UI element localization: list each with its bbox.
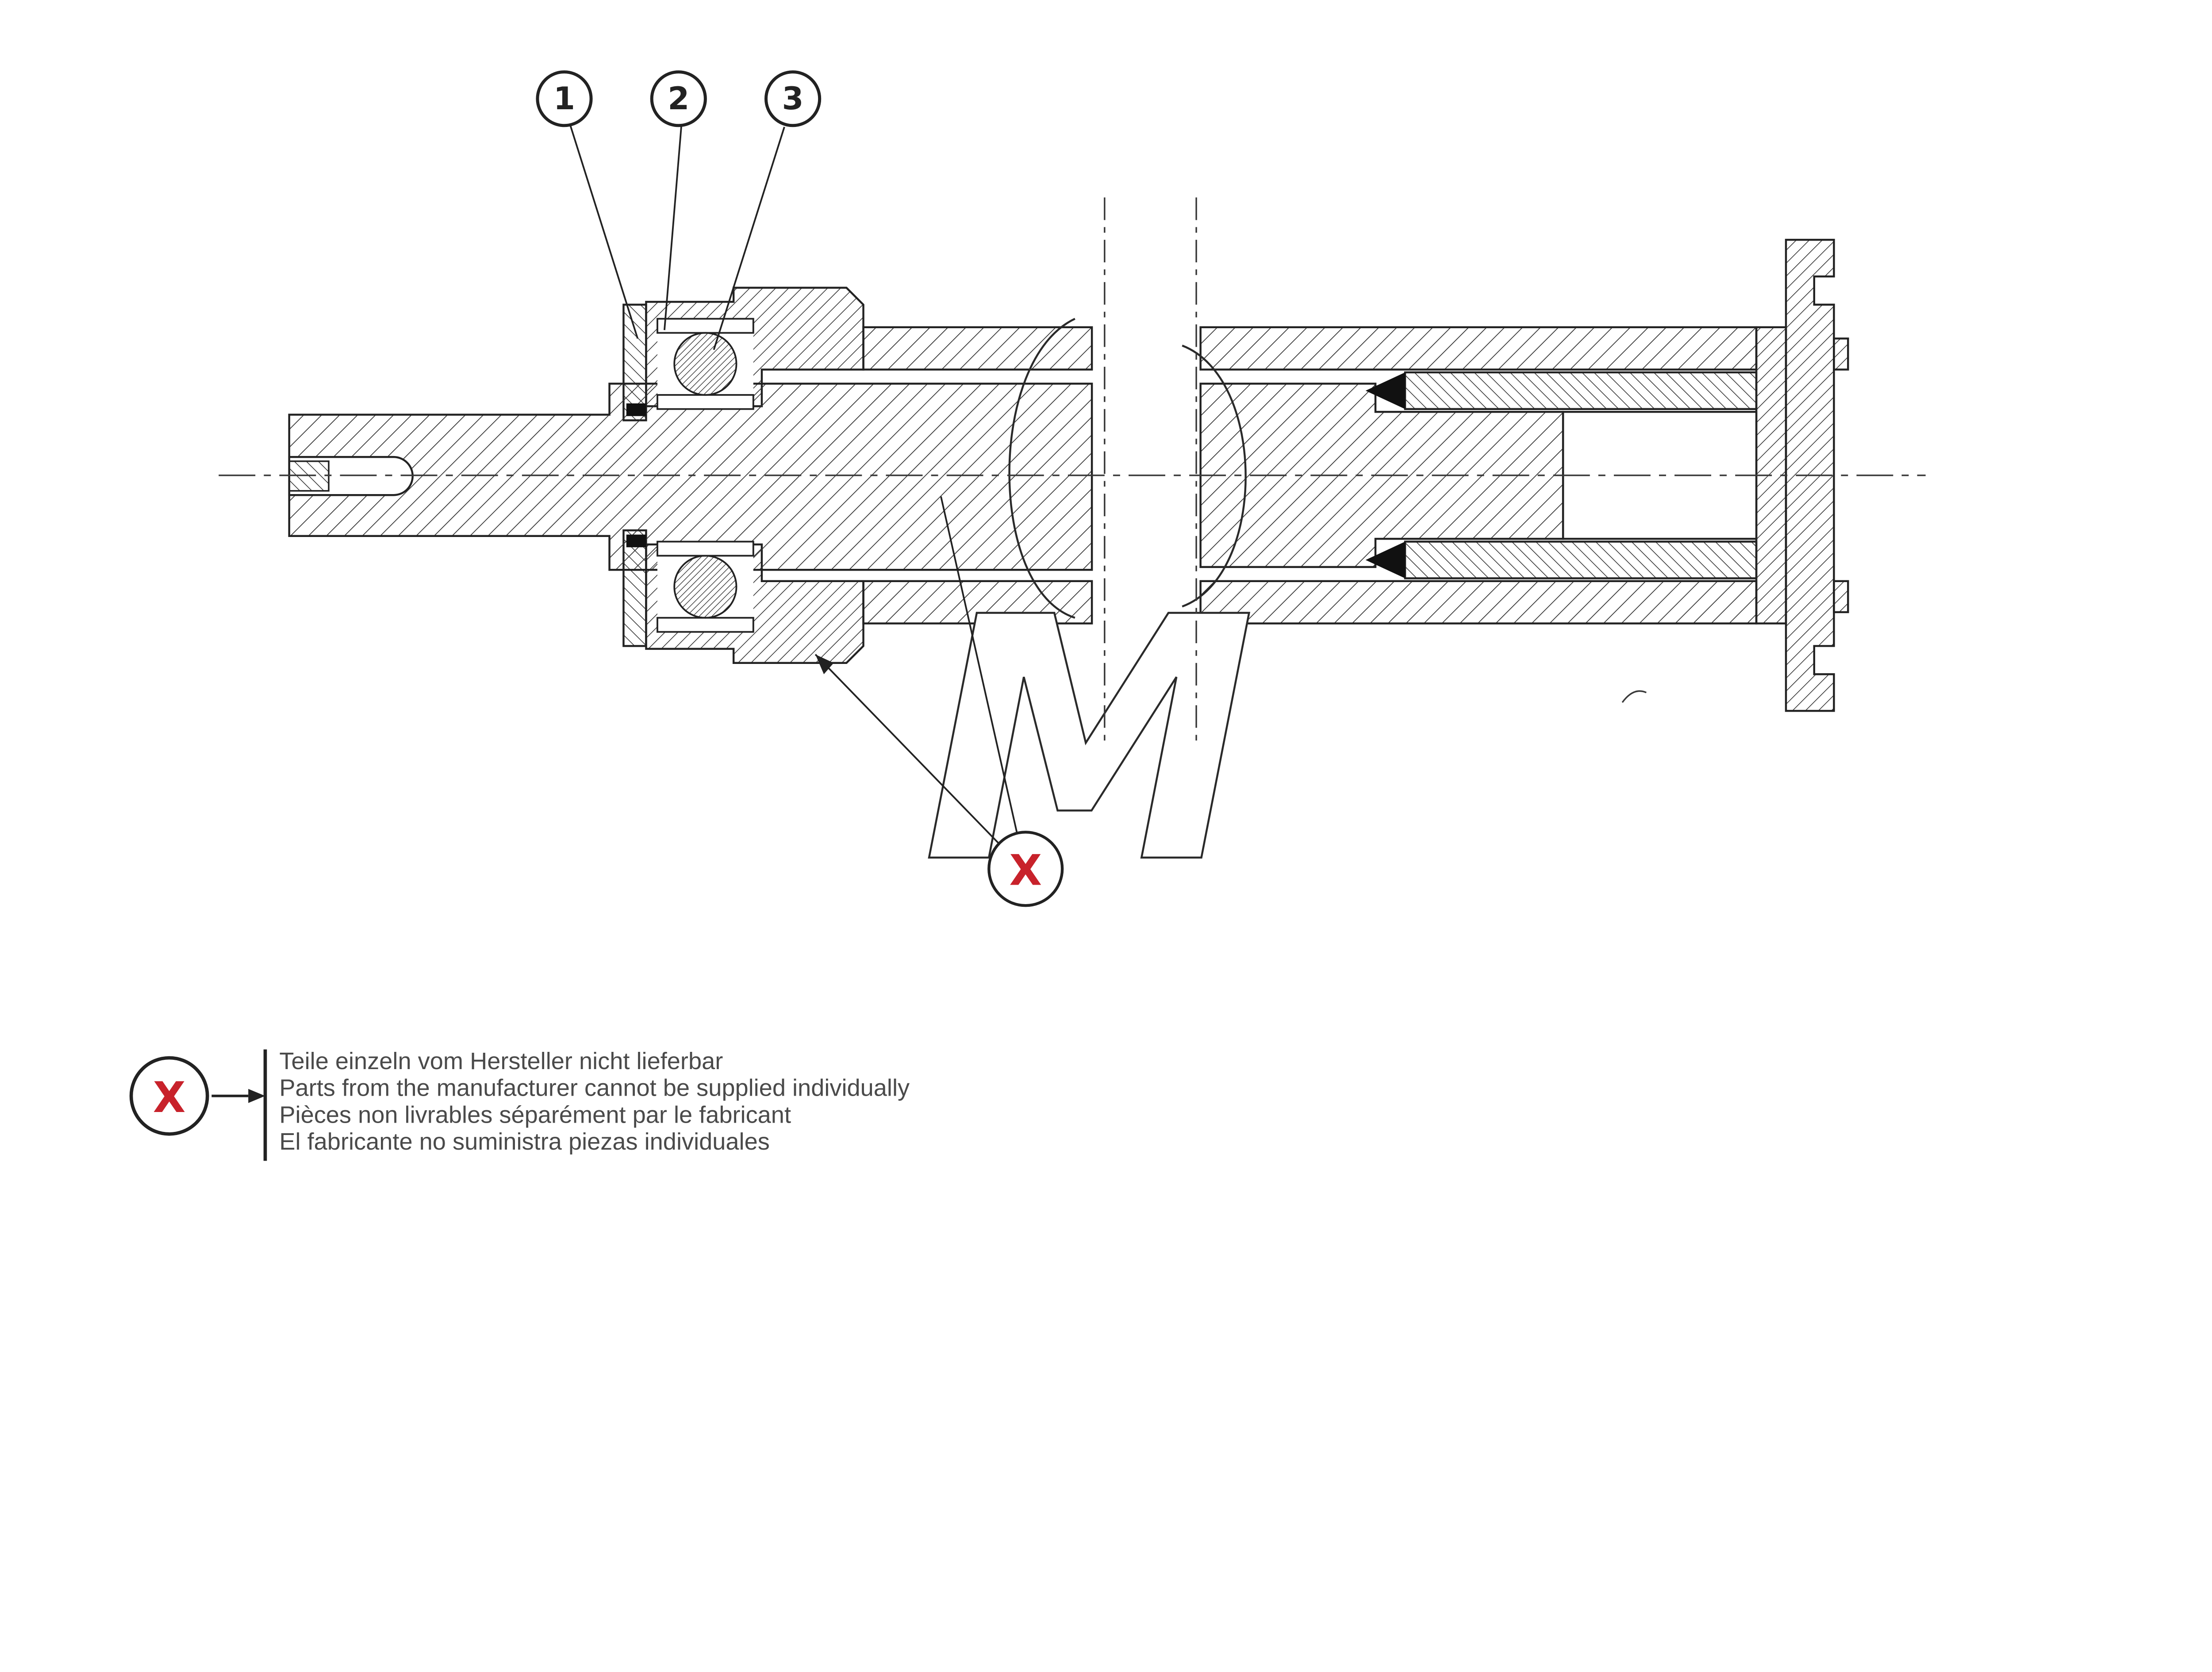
- case-wall-bottom-right: [1199, 580, 1758, 625]
- centerlines: [219, 197, 1926, 744]
- legend: X Teile einzeln vom Hersteller nicht lie…: [129, 1048, 910, 1161]
- flange-tab-bottom: [1833, 580, 1849, 614]
- legend-marker-label: X: [153, 1073, 186, 1122]
- outer-race-bottom: [657, 617, 754, 633]
- part-callouts: 1 2 3: [536, 70, 822, 350]
- shaft-seal-bottom: [626, 534, 646, 548]
- x-callout-circle: [987, 831, 1064, 907]
- logo-arc-right: [1182, 345, 1247, 608]
- legend-line-es: El fabricante no suministra piezas indiv…: [279, 1128, 769, 1155]
- case-wall-top-right: [1199, 326, 1758, 371]
- output-shaft: [288, 383, 1093, 571]
- inner-race-bottom: [657, 541, 754, 557]
- x-callout-leader-b: [940, 496, 1018, 834]
- ball-bearing-bottom: [657, 541, 754, 633]
- balloon-1-label: 1: [553, 81, 575, 117]
- inner-race-top: [657, 394, 754, 410]
- shaft-seal-top: [626, 403, 646, 416]
- balloon-2: [650, 70, 707, 127]
- x-callout-label: X: [1009, 845, 1042, 895]
- balloon-1-leader: [569, 124, 639, 339]
- legend-line-en: Parts from the manufacturer cannot be su…: [279, 1075, 910, 1101]
- logo-arc-left: [1008, 318, 1075, 619]
- logo-watermark: M: [921, 318, 1257, 938]
- balloon-1: [536, 70, 593, 127]
- case-wall-top-left: [862, 326, 1093, 371]
- inner-sleeve-bottom-right: [1404, 541, 1758, 579]
- inner-sleeve-top-right: [1404, 371, 1758, 410]
- outer-race-top: [657, 318, 754, 334]
- legend-line-de: Teile einzeln vom Hersteller nicht liefe…: [279, 1048, 723, 1074]
- x-callout-leader-a: [814, 654, 1001, 846]
- engineering-drawing-canvas: M 1 2 3 X X Teile einzeln vom Hersteller…: [129, 70, 1926, 1161]
- x-callout-arrowhead: [815, 654, 834, 675]
- page: M 1 2 3 X X Teile einzeln vom Hersteller…: [129, 70, 1926, 1161]
- legend-marker-circle: [129, 1056, 209, 1136]
- balloon-2-leader: [664, 125, 683, 330]
- x-callout: X: [814, 496, 1064, 907]
- flange-tab-top: [1833, 337, 1849, 371]
- watermark-letter: M: [922, 546, 1256, 937]
- bearing-ball-bottom: [673, 555, 737, 619]
- ball-bearing-top: [657, 318, 754, 410]
- seal-wedge-bottom-right: [1365, 541, 1406, 579]
- case-wall-bottom-left: [862, 580, 1093, 625]
- balloon-3-label: 3: [782, 81, 804, 117]
- bearing-ball-top: [673, 332, 737, 396]
- seal-wedge-top-right: [1365, 372, 1406, 409]
- stray-mark: [1621, 690, 1647, 703]
- legend-line-fr: Pièces non livrables séparément par le f…: [279, 1101, 791, 1128]
- balloon-3: [764, 70, 822, 127]
- balloon-3-leader: [713, 127, 785, 350]
- balloon-2-label: 2: [668, 81, 689, 117]
- legend-arrow-head: [248, 1089, 265, 1103]
- seals: [626, 372, 1406, 579]
